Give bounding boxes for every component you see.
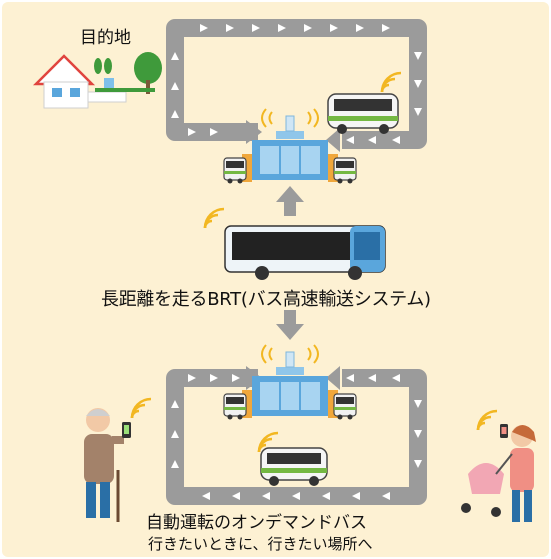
top-loop-road (166, 19, 427, 152)
ondemand-bus-title: 自動運転のオンデマンドバス (146, 513, 367, 533)
smartphone-icon (122, 422, 131, 438)
bus-icon (327, 71, 403, 134)
arrow-up-icon (276, 186, 304, 216)
wifi-signal-icon-bottom (261, 344, 319, 364)
house-icon (32, 54, 127, 109)
brt-label: 長距離を走るBRT(バス高速輸送システム) (101, 289, 431, 310)
ondemand-bus-subtitle: 行きたいときに、行きたい場所へ (148, 535, 373, 553)
tree-icon (94, 52, 162, 94)
elderly-person-icon (84, 397, 153, 522)
parent-with-stroller-icon (461, 409, 536, 522)
wifi-signal-icon (261, 108, 319, 128)
ondemand-bus-icon (257, 431, 328, 486)
destination-label: 目的地 (80, 28, 131, 48)
arrow-down-icon (276, 310, 304, 340)
brt-bus-icon (203, 207, 386, 280)
